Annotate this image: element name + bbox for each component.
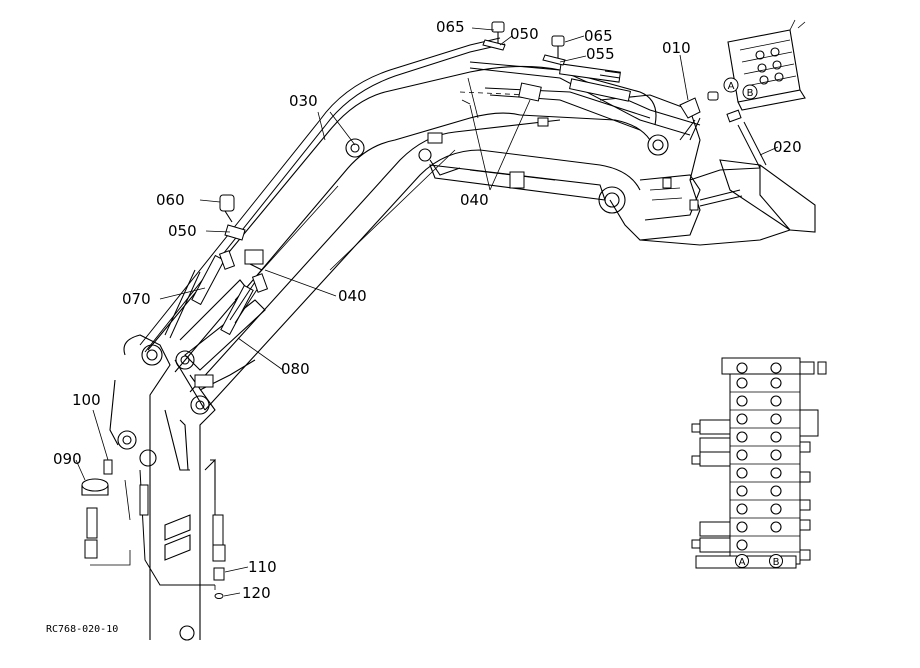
leader-lines bbox=[75, 27, 779, 597]
callout-050-a: 050 bbox=[510, 25, 539, 43]
callout-070: 070 bbox=[122, 290, 151, 308]
callout-040-b: 040 bbox=[338, 287, 367, 305]
callout-020: 020 bbox=[773, 138, 802, 156]
drawing-id: RC768-020-10 bbox=[46, 624, 119, 635]
port-b-marker-front: B bbox=[773, 557, 780, 568]
callout-065-b: 065 bbox=[584, 27, 613, 45]
top-fittings bbox=[482, 21, 566, 102]
callout-040-a: 040 bbox=[460, 191, 489, 209]
callout-080: 080 bbox=[281, 360, 310, 378]
callout-090: 090 bbox=[53, 450, 82, 468]
bottom-fittings bbox=[81, 459, 226, 599]
callout-060: 060 bbox=[156, 191, 185, 209]
callout-110: 110 bbox=[248, 558, 277, 576]
boom bbox=[147, 65, 791, 411]
callout-055: 055 bbox=[586, 45, 615, 63]
callout-120: 120 bbox=[242, 584, 271, 602]
control-valve-front: A B bbox=[691, 357, 827, 569]
callout-050-b: 050 bbox=[168, 222, 197, 240]
control-valve-top: A B bbox=[679, 19, 806, 169]
callout-065-a: 065 bbox=[436, 18, 465, 36]
port-a-marker-front: A bbox=[739, 557, 746, 568]
boom-hoses bbox=[139, 37, 701, 353]
port-b-marker-top: B bbox=[747, 88, 754, 99]
callout-030: 030 bbox=[289, 92, 318, 110]
left-fittings bbox=[218, 194, 269, 293]
callout-100: 100 bbox=[72, 391, 101, 409]
port-a-marker-top: A bbox=[728, 81, 735, 92]
arm-hoses bbox=[86, 254, 261, 586]
swing-bracket bbox=[639, 159, 816, 233]
callout-010: 010 bbox=[662, 39, 691, 57]
